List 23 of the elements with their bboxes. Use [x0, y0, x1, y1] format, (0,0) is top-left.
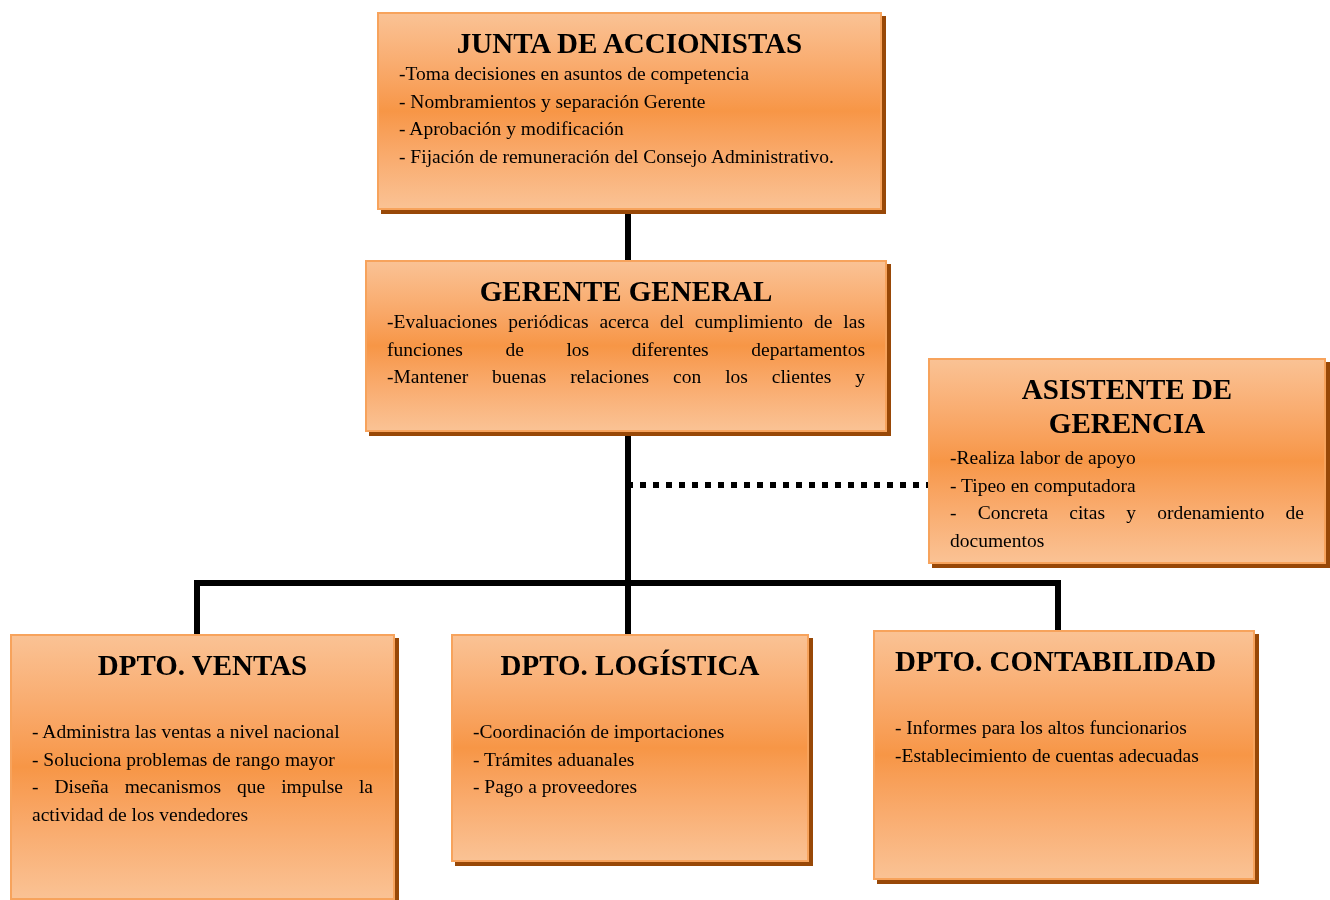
function-text: - Tipeo en computadora: [950, 473, 1137, 498]
box-title: GERENTE GENERAL: [478, 274, 774, 308]
function-text: -Realiza labor de apoyo: [950, 446, 1137, 470]
function-text: -Coordinación de importaciones: [473, 720, 726, 744]
function-text: - Nombramientos y separación Gerente: [399, 89, 707, 114]
function-text: - Concreta citas y ordenamiento de documentos: [950, 501, 1304, 553]
box-title: DPTO. VENTAS: [96, 648, 309, 682]
box-title: JUNTA DE ACCIONISTAS: [455, 26, 804, 60]
function-text: -Establecimiento de cuentas adecuadas: [895, 743, 1200, 768]
function-text: -Toma decisiones en asuntos de competencia: [399, 62, 751, 86]
function-text: - Fijación de remuneración del Consejo Administrativo.: [399, 144, 835, 169]
function-text: - Administra las ventas a nivel nacional: [32, 720, 341, 744]
function-text: - Soluciona problemas de rango mayor: [32, 747, 336, 772]
function-text: -Mantener buenas relaciones con los clientes y: [387, 365, 865, 389]
function-text: -Evaluaciones periódicas acerca del cumplimiento de las funciones de los diferentes departamentos: [387, 310, 865, 362]
function-text: - Informes para los altos funcionarios: [895, 716, 1188, 740]
function-text: - Diseña mecanismos que impulse la actividad de los vendedores: [32, 775, 373, 827]
box-title: DPTO. LOGÍSTICA: [499, 648, 761, 682]
box-title: DPTO. CONTABILIDAD: [895, 644, 1218, 678]
function-text: - Aprobación y modificación: [399, 117, 625, 141]
function-text: - Trámites aduanales: [473, 747, 636, 772]
function-text: - Pago a proveedores: [473, 775, 639, 799]
box-title: ASISTENTE DE GERENCIA: [1020, 372, 1234, 440]
